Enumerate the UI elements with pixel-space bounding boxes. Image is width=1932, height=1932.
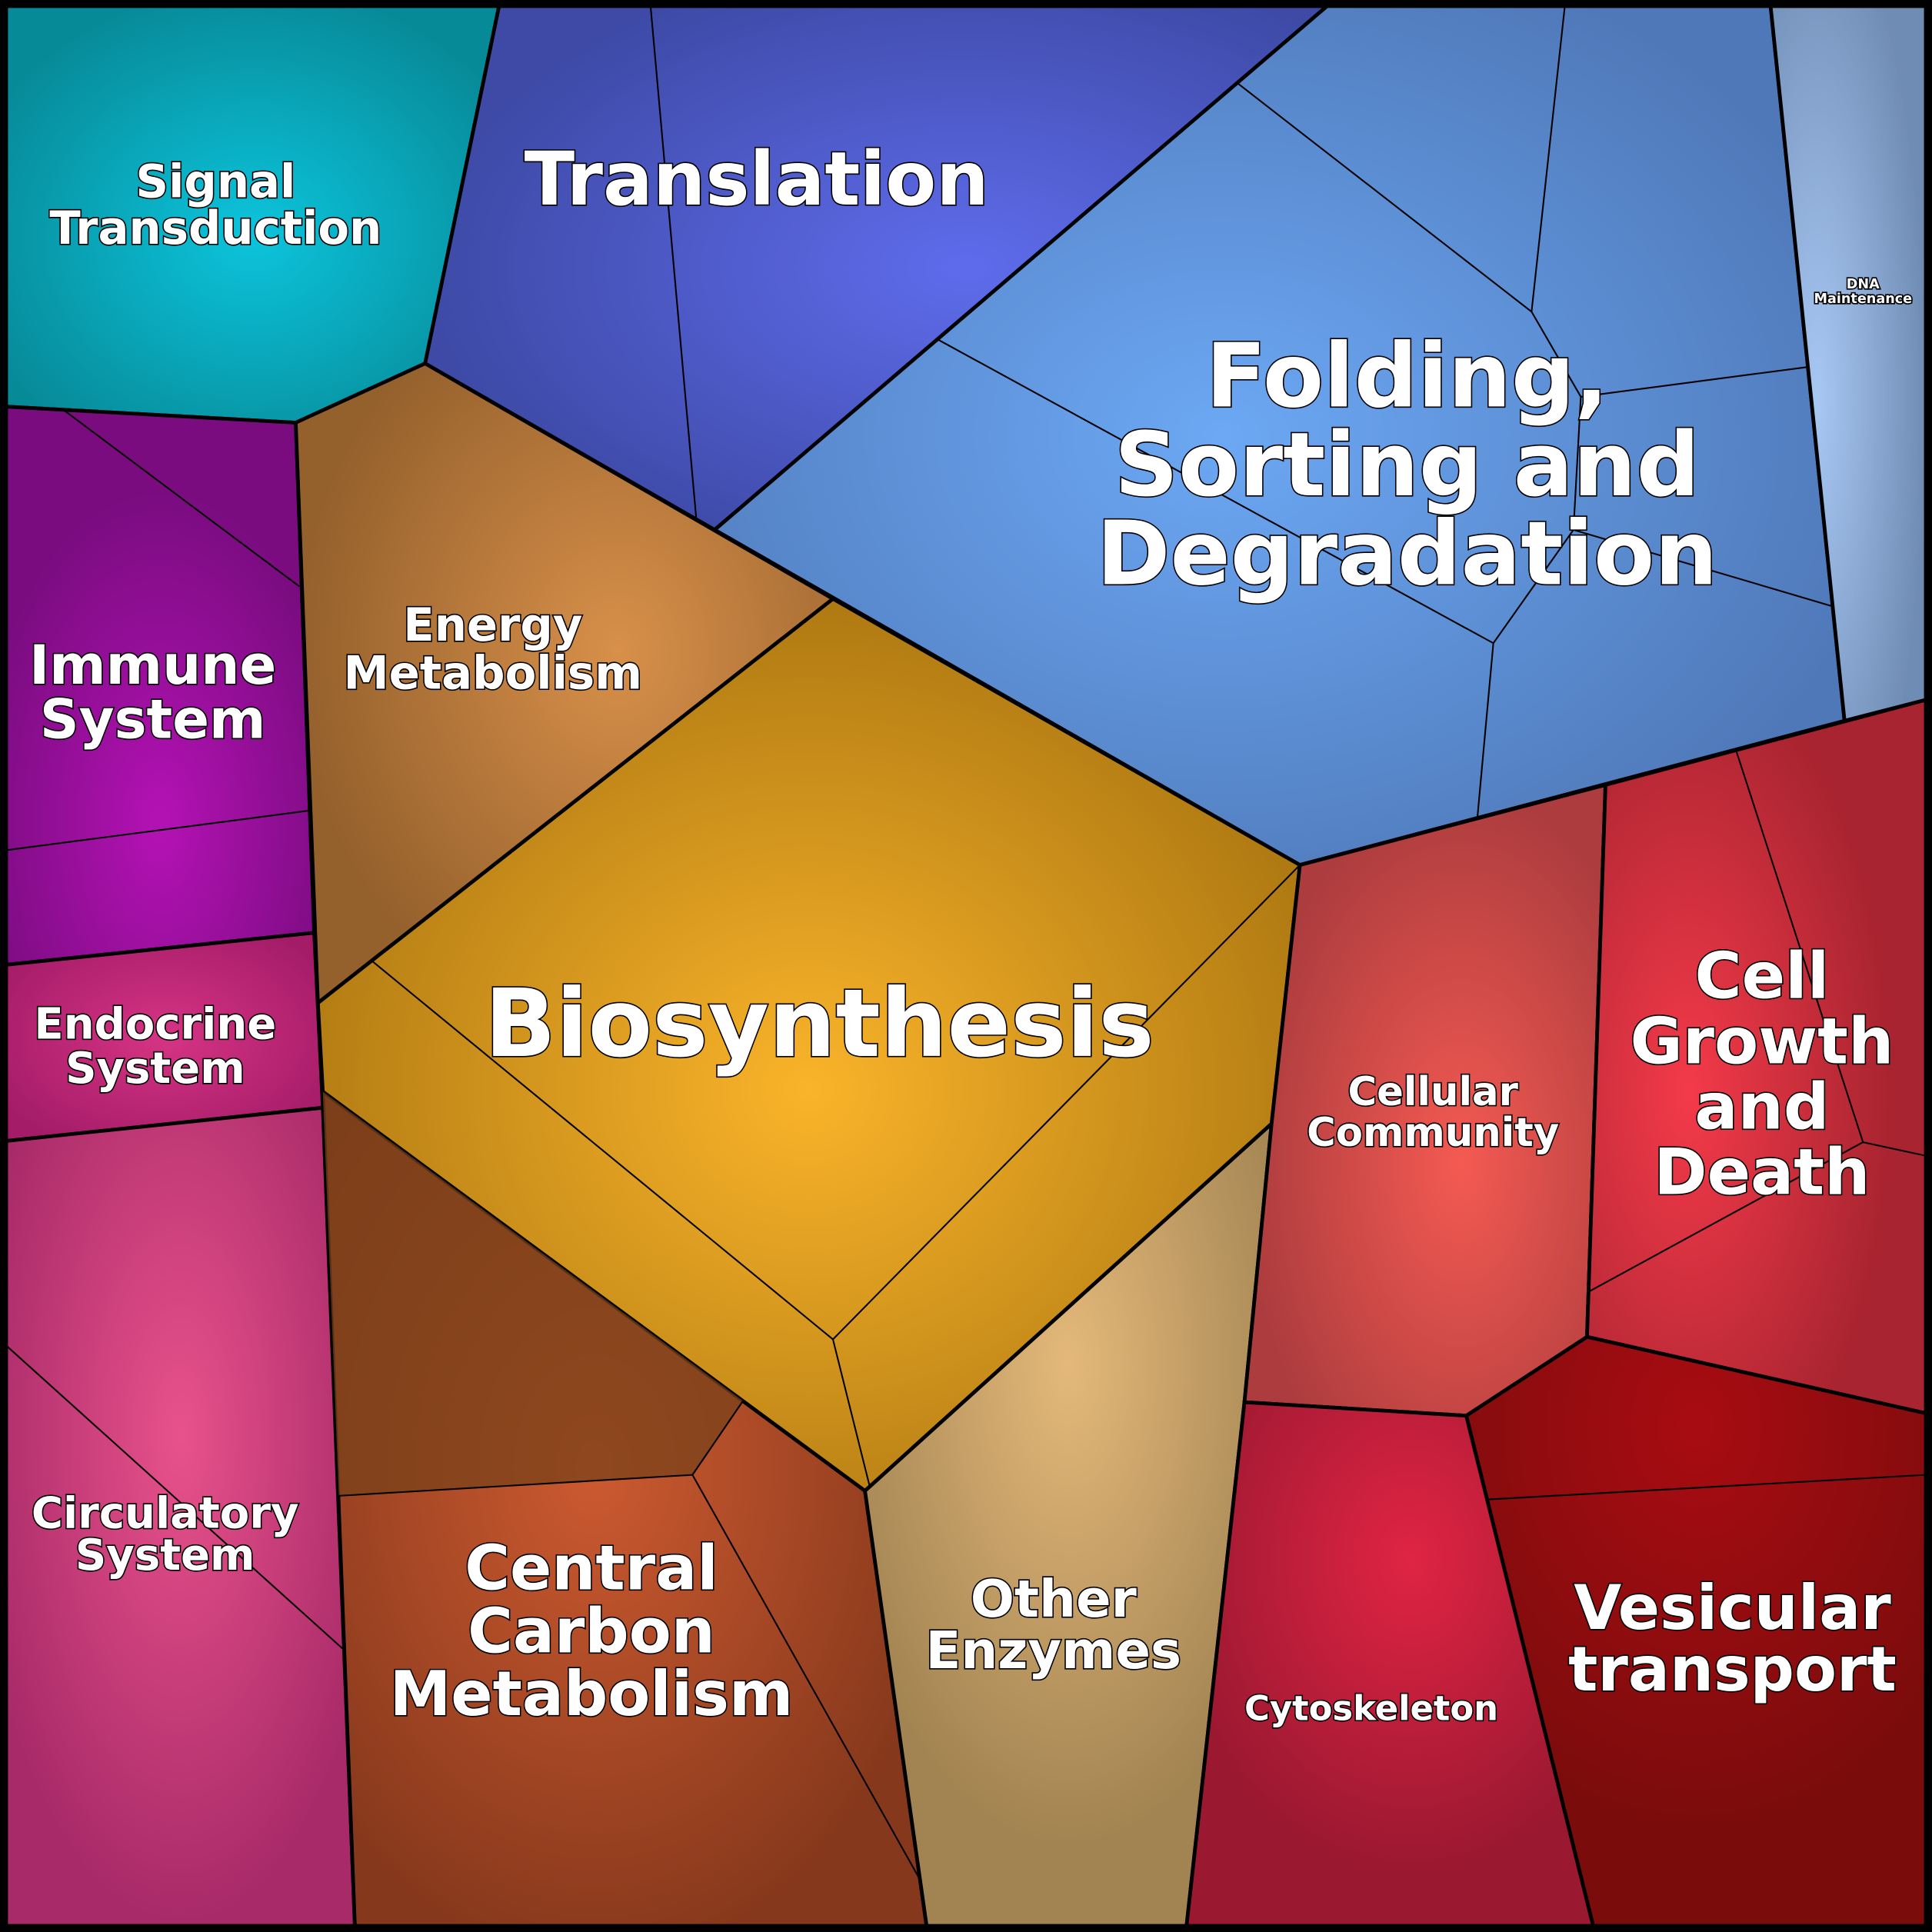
label-cytoskeleton: Cytoskeleton: [1244, 1687, 1498, 1728]
region-folding-sorting-degradation[interactable]: [711, 4, 1847, 868]
region-central-carbon-metabolism[interactable]: [321, 1088, 929, 1928]
label-biosynthesis: Biosynthesis: [485, 969, 1154, 1078]
label-translation: Translation: [525, 136, 989, 222]
